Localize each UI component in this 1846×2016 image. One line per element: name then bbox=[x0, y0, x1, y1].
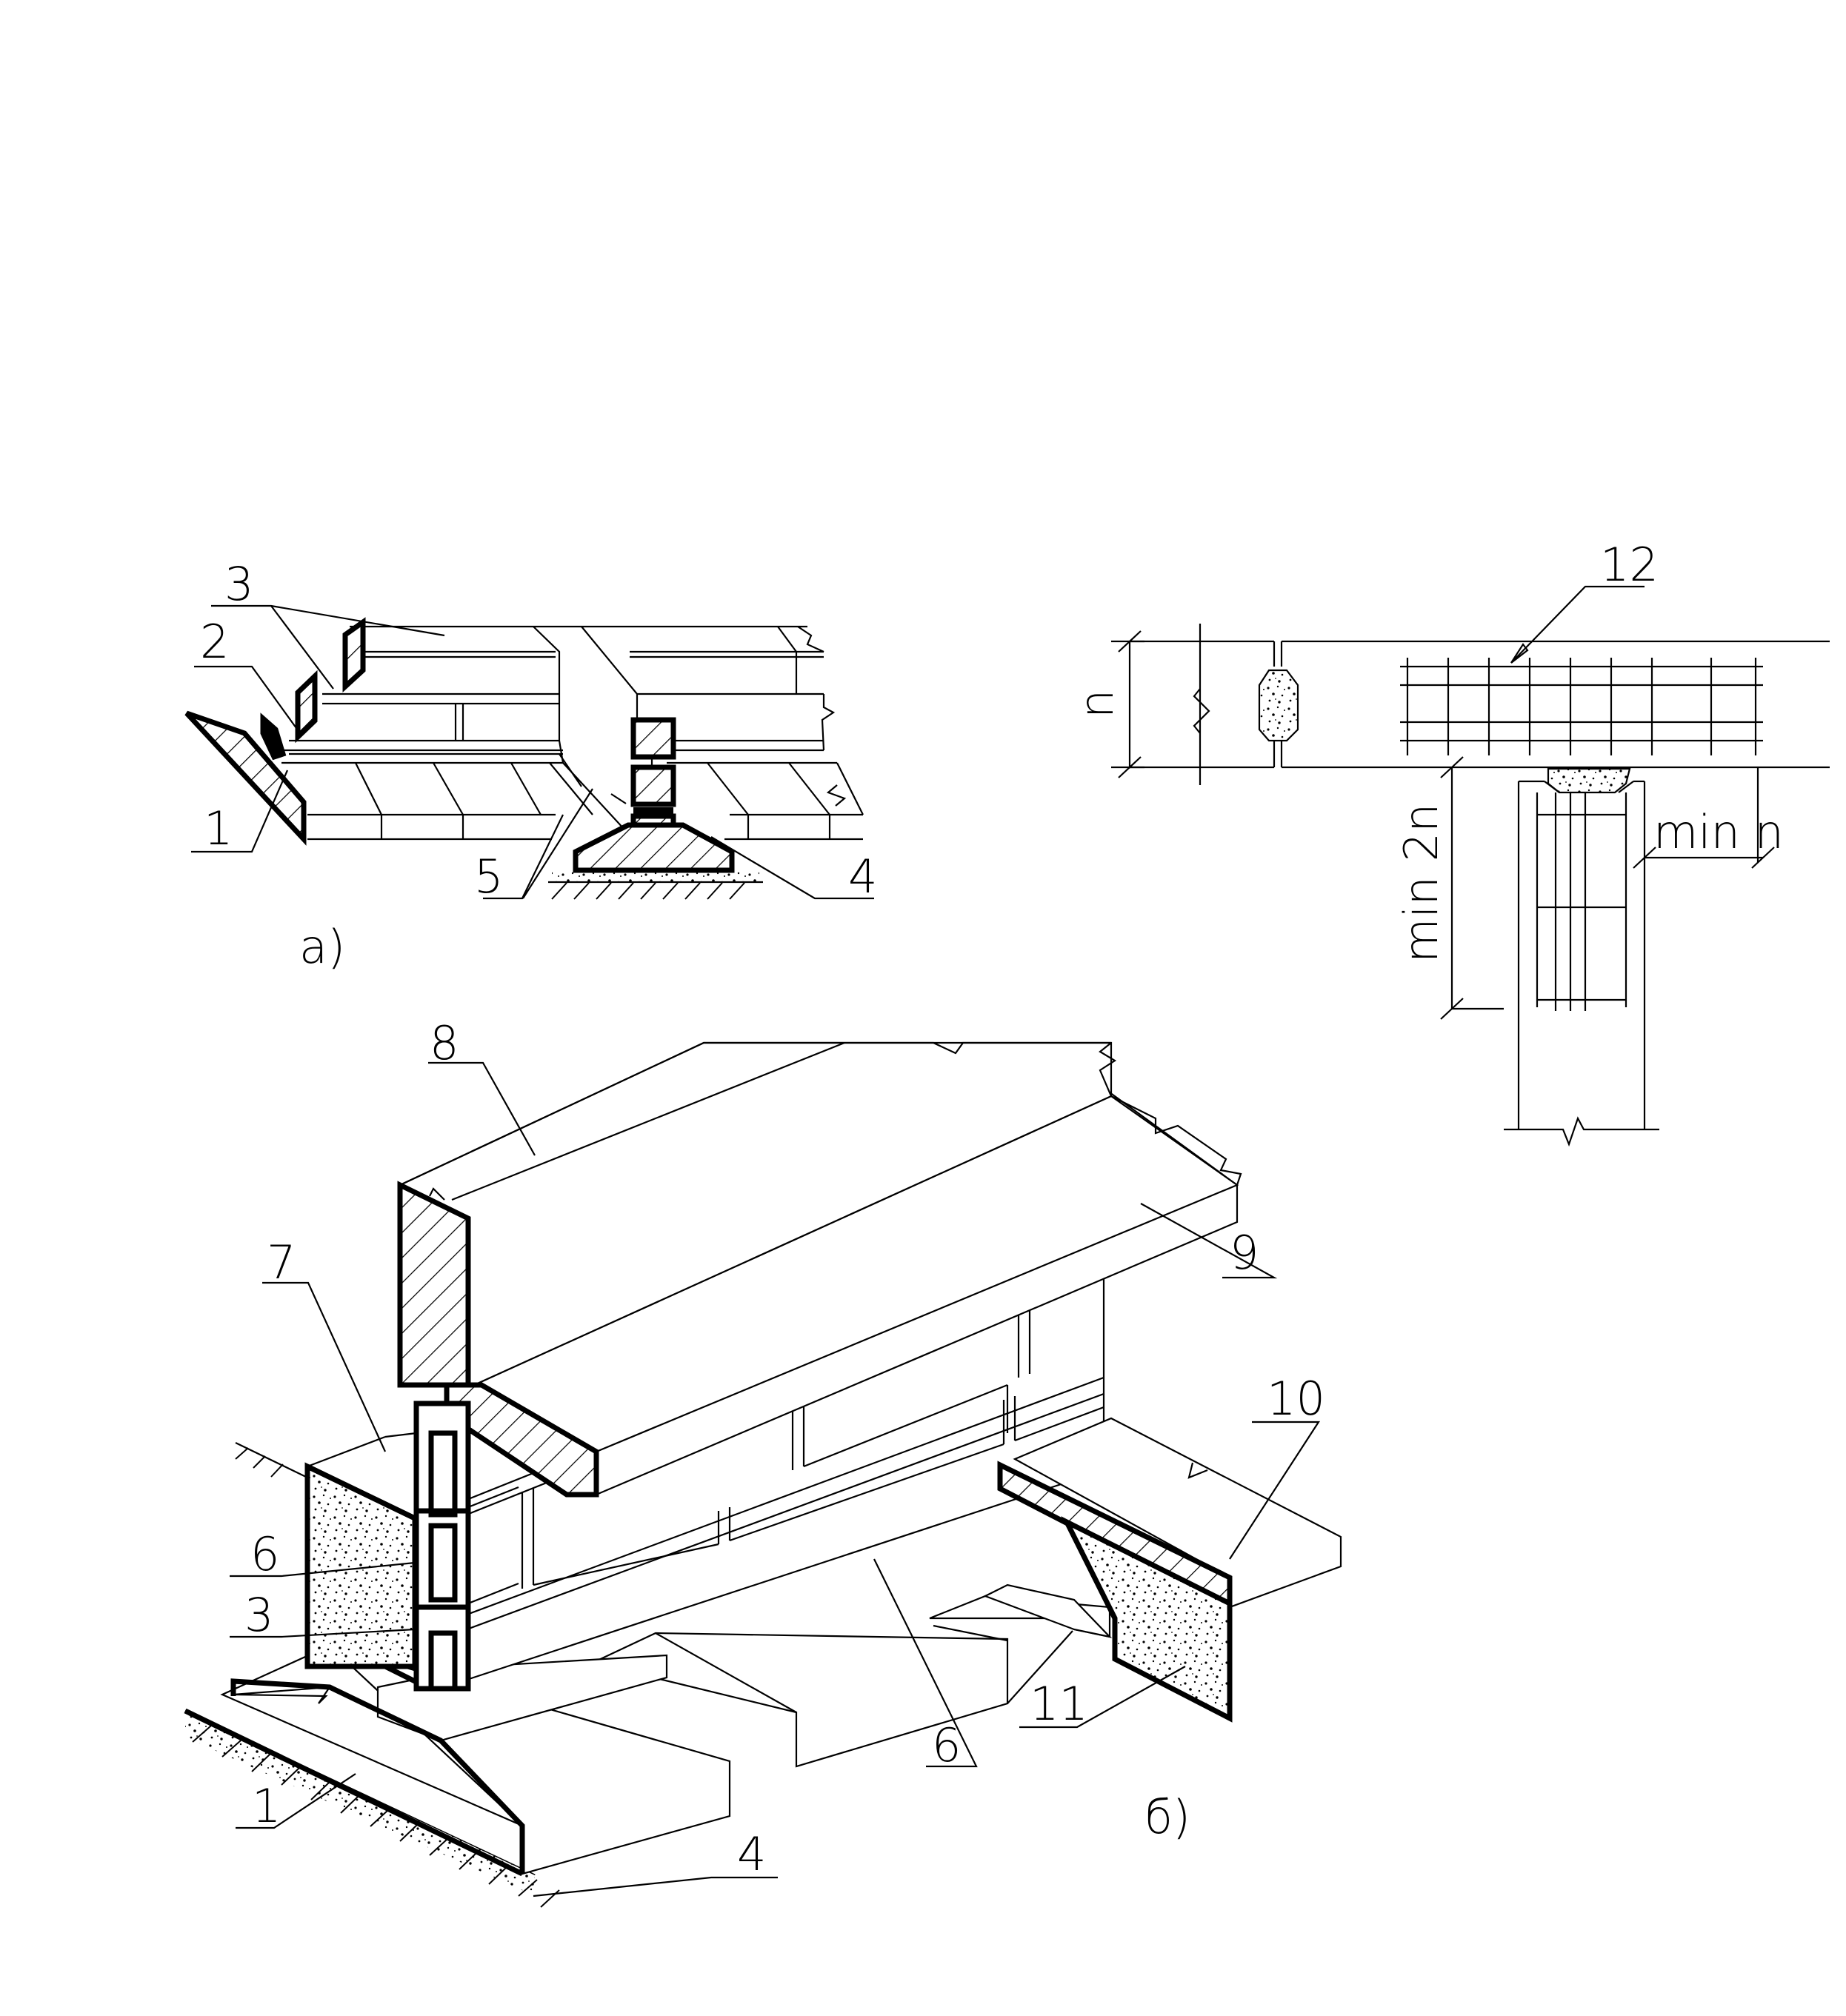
label-a-1: 1 bbox=[204, 801, 233, 855]
strip-footing-section bbox=[573, 822, 735, 873]
hollow-block-column bbox=[413, 1401, 471, 1692]
label-b-11: 11 bbox=[1030, 1677, 1088, 1731]
dim-n-label: n bbox=[1070, 690, 1124, 718]
label-b-3: 3 bbox=[244, 1588, 273, 1642]
label-b-8: 8 bbox=[430, 1016, 459, 1070]
label-a-5: 5 bbox=[474, 850, 503, 904]
dim-min-2n-label: min 2n bbox=[1394, 804, 1448, 963]
label-b-1: 1 bbox=[252, 1779, 281, 1833]
label-b-6-bottom: 6 bbox=[932, 1718, 961, 1772]
mortar-bed bbox=[1547, 767, 1631, 794]
label-b-7: 7 bbox=[267, 1235, 296, 1289]
footing-slab-section bbox=[184, 710, 307, 846]
wall-block-section bbox=[342, 617, 366, 692]
label-a-2: 2 bbox=[200, 615, 229, 669]
footing-slab bbox=[983, 1583, 1113, 1638]
label-a-3: 3 bbox=[224, 557, 253, 611]
caption-b: б) bbox=[1144, 1790, 1190, 1844]
bearing-pad-section bbox=[260, 712, 287, 761]
backfill-section bbox=[304, 1462, 418, 1669]
detail-a-drawing: 3 2 1 5 4 a) bbox=[184, 557, 877, 974]
insulation-section-11 bbox=[1061, 1516, 1233, 1723]
wall-section-8 bbox=[397, 1181, 471, 1388]
label-b-9: 9 bbox=[1230, 1226, 1259, 1280]
label-b-6-left: 6 bbox=[250, 1527, 279, 1581]
detail-b-drawing: 8 9 7 10 6 3 11 6 1 4 б) bbox=[184, 1016, 1342, 1908]
wall-block-section bbox=[295, 670, 318, 744]
joint-grout bbox=[1258, 669, 1299, 742]
label-12: 12 bbox=[1600, 538, 1659, 592]
dim-min-n-label: min n bbox=[1653, 805, 1784, 859]
wall-block-section bbox=[630, 717, 676, 760]
label-b-10: 10 bbox=[1267, 1372, 1325, 1426]
label-b-4: 4 bbox=[737, 1827, 766, 1881]
bearing-detail-drawing: n min 2n min n 12 bbox=[1070, 538, 1830, 1147]
label-a-4: 4 bbox=[848, 850, 877, 904]
caption-a: a) bbox=[299, 920, 345, 974]
wall-block-section bbox=[630, 764, 676, 807]
